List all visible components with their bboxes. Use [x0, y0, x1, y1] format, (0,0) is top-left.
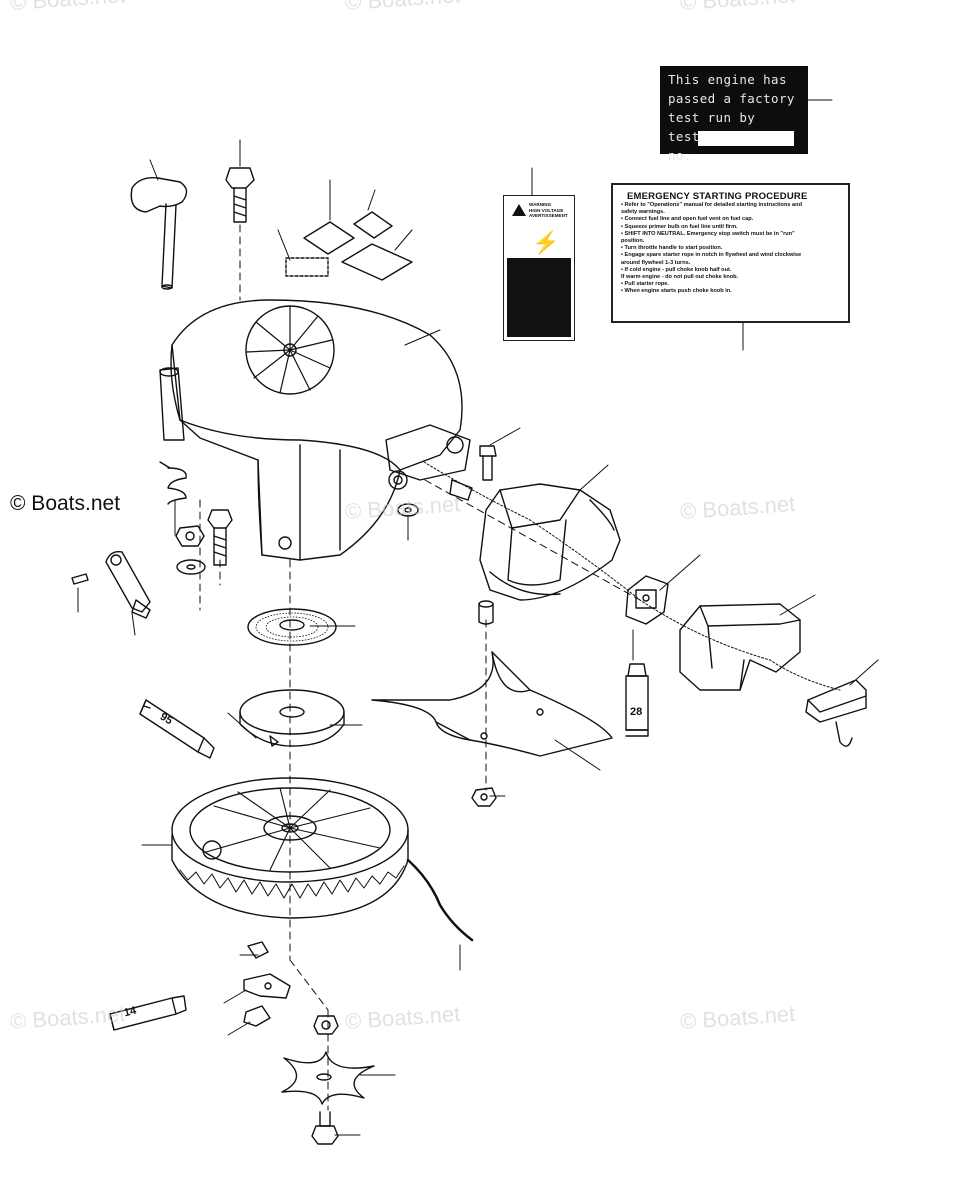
emergency-decal-title: EMERGENCY STARTING PROCEDURE [627, 191, 808, 202]
watermark-main: © Boats.net [10, 492, 121, 515]
lightning-bolt-icon: ⚡ [532, 230, 560, 255]
high-voltage-decal: WARNING HIGH VOLTAGE AVERTISSEMENT ⚡ [503, 195, 575, 341]
nut-bottom [313, 1015, 339, 1035]
assembly-lines [199, 224, 641, 1111]
emergency-step: • Connect fuel line and open fuel vent o… [621, 216, 754, 223]
bolt-small [449, 445, 497, 501]
warning-line: HIGH VOLTAGE [529, 207, 564, 213]
rope-pulley [171, 777, 474, 942]
mounting-bracket [371, 651, 613, 757]
star-plate [281, 1051, 375, 1105]
leader-lines [77, 99, 879, 1136]
warning-triangle-icon [512, 204, 526, 216]
bushing [478, 600, 494, 625]
emergency-step: • Engage spare starter rope in notch in … [621, 252, 802, 259]
tester-decal-line: This engine has [668, 72, 787, 87]
starter-handle-part [130, 177, 188, 290]
patches [285, 211, 413, 281]
cable-grommet-housing [479, 483, 621, 601]
warning-line: AVERTISSEMENT [529, 213, 568, 218]
warning-text: WARNING HIGH VOLTAGE AVERTISSEMENT [529, 202, 568, 219]
emergency-step: position. [621, 238, 645, 245]
stop-switch [679, 603, 801, 691]
tube-left [139, 699, 215, 759]
washer [397, 503, 419, 517]
emergency-step: If warm engine - do not pull out choke k… [621, 274, 739, 281]
spring-cup [239, 689, 345, 747]
emergency-step: around flywheel 1-3 turns. [621, 259, 691, 266]
tube-bottom [109, 995, 187, 1031]
tester-number-box [698, 131, 794, 146]
pawl-small [243, 941, 291, 1027]
emergency-step: • Refer to "Operations" manual for detai… [621, 202, 803, 208]
tester-decal-line: passed a factory [668, 91, 795, 106]
emergency-step: • When engine starts push choke knob in. [621, 288, 732, 295]
nut-bracket [471, 787, 497, 807]
emergency-step: • Pull starter rope. [621, 281, 669, 288]
cord [423, 461, 841, 691]
warning-header: WARNING HIGH VOLTAGE AVERTISSEMENT [507, 199, 571, 223]
grommet-clip [625, 575, 669, 625]
emergency-step: • SHIFT INTO NEUTRAL. Emergency stop swi… [621, 230, 795, 237]
emergency-step: • Turn throttle handle to start position… [621, 245, 723, 252]
spring-part [159, 461, 187, 505]
emergency-procedure-decal: EMERGENCY STARTING PROCEDURE • Refer to … [611, 183, 850, 323]
lanyard-clip [805, 679, 867, 747]
bolt-bottom [311, 1111, 339, 1145]
warning-black-panel [507, 258, 571, 337]
tube-middle [625, 663, 649, 737]
tube-label-28: 28 [630, 706, 643, 718]
emergency-step: • If cold engine - pull choke knob half … [621, 266, 732, 273]
pawl-arm [71, 551, 151, 619]
starter-housing [159, 299, 471, 561]
warning-line: WARNING [529, 202, 552, 207]
emergency-step: • Squeeze primer bulb on fuel line until… [621, 223, 738, 230]
hex-bolt-top [225, 167, 255, 223]
tester-decal-line: no. [668, 148, 692, 163]
friction-disc [247, 608, 337, 646]
emergency-step: safety warnings. [621, 209, 665, 216]
hex-bolt-mid [207, 509, 233, 566]
tester-decal: This engine has passed a factory test ru… [660, 66, 808, 163]
nut-washer [175, 525, 206, 575]
